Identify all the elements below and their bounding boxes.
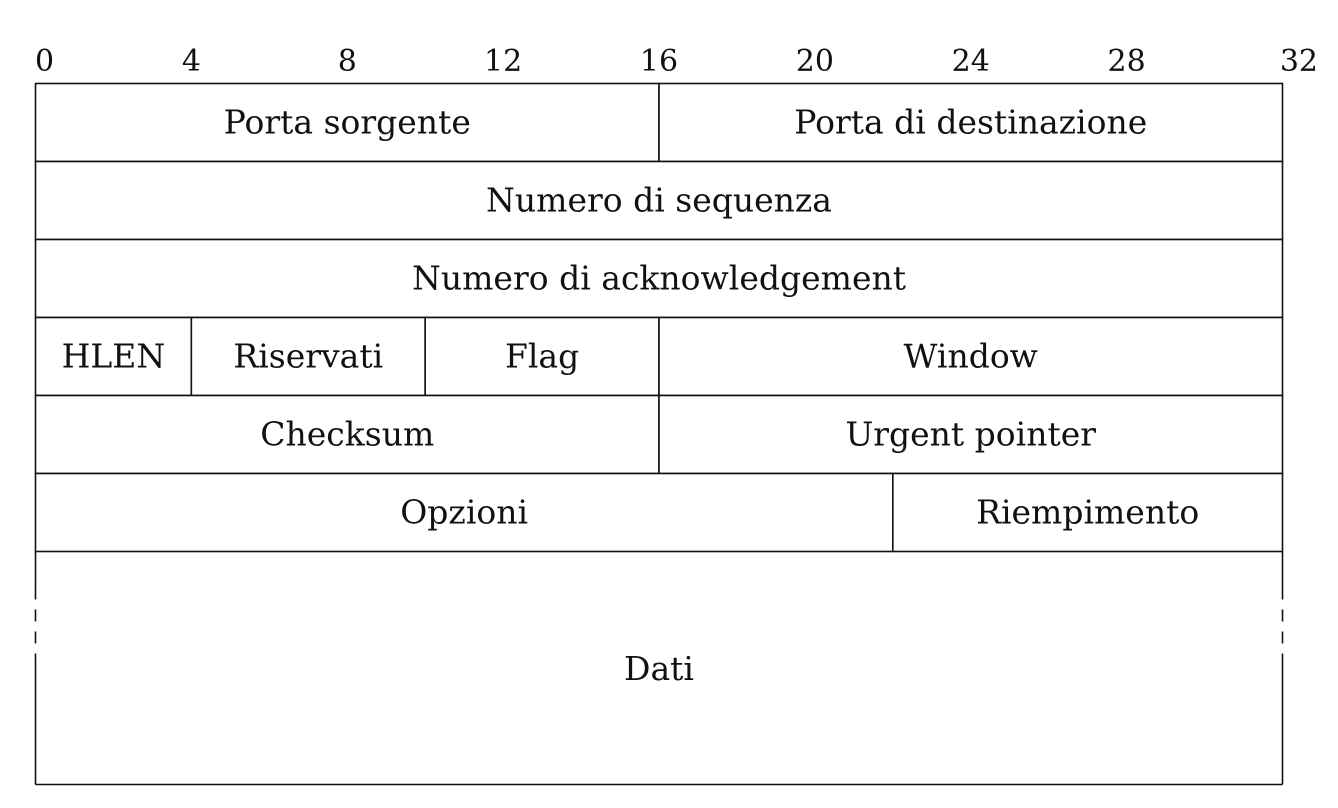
field-hlen: HLEN xyxy=(34,316,193,397)
field-box-window xyxy=(658,316,1284,397)
bit-label-20: 20 xyxy=(796,44,834,79)
bit-label-32: 32 xyxy=(1280,44,1318,79)
field-label-numero-di-sequenza: Numero di sequenza xyxy=(486,181,832,220)
field-label-riservati: Riservati xyxy=(233,337,383,376)
field-label-riempimento: Riempimento xyxy=(976,493,1199,532)
field-porta-sorgente: Porta sorgente xyxy=(34,82,660,163)
field-riempimento: Riempimento xyxy=(892,472,1284,553)
header-rows: Porta sorgente Porta di destinazioneNumer… xyxy=(34,82,1284,553)
field-label-window: Window xyxy=(904,337,1038,376)
data-label: Dati xyxy=(624,649,694,688)
field-box-urgent-pointer xyxy=(658,394,1284,475)
header-row-3: Numero di acknowledgement xyxy=(34,238,1284,319)
data-area: Dati xyxy=(34,551,1284,786)
header-row-4: HLEN Riservati Flag Window xyxy=(34,316,1284,397)
bit-label-16: 16 xyxy=(640,44,678,79)
field-box-riempimento xyxy=(892,472,1284,553)
field-riservati: Riservati xyxy=(190,316,426,397)
field-box-porta-sorgente xyxy=(34,82,660,163)
field-label-opzioni: Opzioni xyxy=(400,493,528,532)
header-row-5: Checksum Urgent pointer xyxy=(34,394,1284,475)
bit-label-28: 28 xyxy=(1108,44,1146,79)
field-porta-di-destinazione: Porta di destinazione xyxy=(658,82,1284,163)
bit-label-8: 8 xyxy=(338,44,357,79)
field-numero-di-sequenza: Numero di sequenza xyxy=(34,160,1284,241)
field-flag: Flag xyxy=(424,316,660,397)
field-label-numero-di-acknowledgement: Numero di acknowledgement xyxy=(412,259,906,298)
field-box-riservati xyxy=(190,316,426,397)
bit-label-24: 24 xyxy=(952,44,990,79)
field-label-urgent-pointer: Urgent pointer xyxy=(845,415,1096,454)
field-checksum: Checksum xyxy=(34,394,660,475)
field-box-numero-di-acknowledgement xyxy=(34,238,1284,319)
bit-label-12: 12 xyxy=(484,44,522,79)
header-row-2: Numero di sequenza xyxy=(34,160,1284,241)
field-label-porta-sorgente: Porta sorgente xyxy=(224,103,471,142)
field-window: Window xyxy=(658,316,1284,397)
field-opzioni: Opzioni xyxy=(34,472,894,553)
field-label-porta-di-destinazione: Porta di destinazione xyxy=(794,103,1147,142)
field-urgent-pointer: Urgent pointer xyxy=(658,394,1284,475)
field-box-porta-di-destinazione xyxy=(658,82,1284,163)
bit-label-0: 0 xyxy=(35,44,54,79)
field-label-hlen: HLEN xyxy=(62,337,166,376)
field-box-numero-di-sequenza xyxy=(34,160,1284,241)
header-row-6: Opzioni Riempimento xyxy=(34,472,1284,553)
bit-scale: 0 4 8 12 16 20 24 28 32 xyxy=(35,44,1318,79)
bit-label-4: 4 xyxy=(182,44,201,79)
header-row-1: Porta sorgente Porta di destinazione xyxy=(34,82,1284,163)
field-label-flag: Flag xyxy=(505,337,579,376)
field-label-checksum: Checksum xyxy=(260,415,434,454)
field-numero-di-acknowledgement: Numero di acknowledgement xyxy=(34,238,1284,319)
